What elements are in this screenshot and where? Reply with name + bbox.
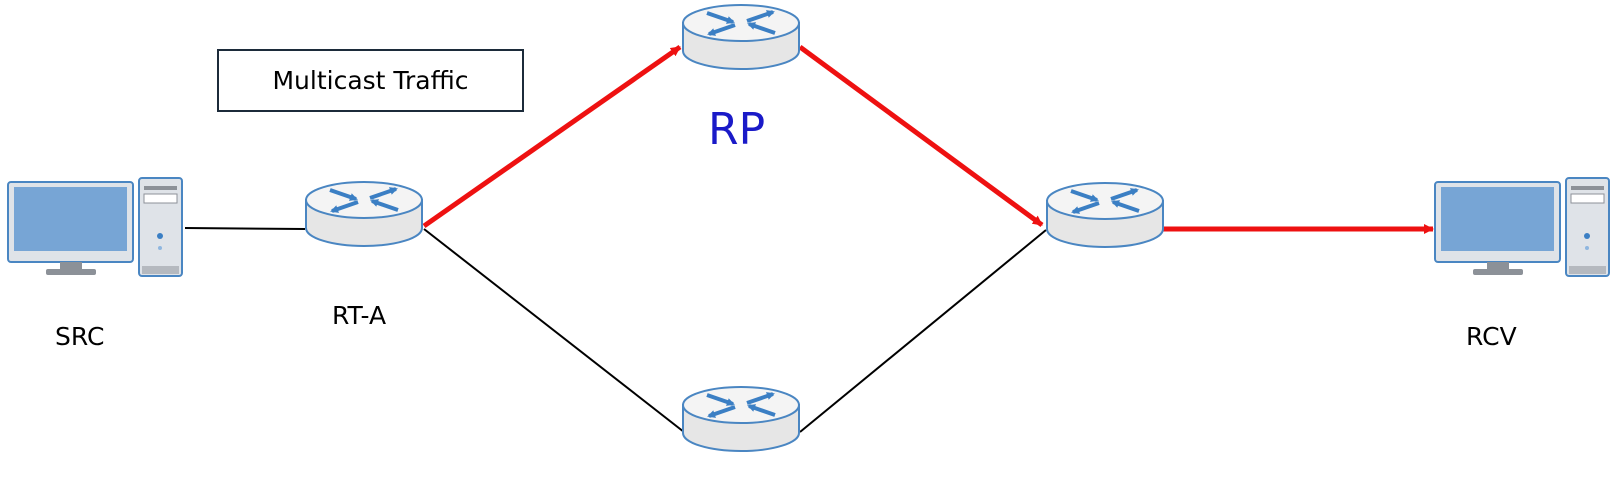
- router-icon-rp: [683, 5, 799, 69]
- link-src-rta: [184, 227, 306, 230]
- computer-icon-rcv: [1434, 177, 1610, 277]
- legend-box: Multicast Traffic: [217, 49, 524, 112]
- multicast-arrow-rp-router: [798, 44, 1044, 228]
- router-icon-rt-a: [306, 182, 422, 246]
- router-icon-right: [1047, 183, 1163, 247]
- router-icon-bottom: [683, 387, 799, 451]
- legend-text: Multicast Traffic: [272, 66, 469, 95]
- src-label: SRC: [55, 322, 105, 351]
- multicast-arrow-rta-rp: [422, 44, 682, 229]
- rp-label: RP: [708, 104, 766, 155]
- rt-a-label: RT-A: [332, 301, 387, 330]
- link-bottom-right: [799, 229, 1047, 433]
- computer-icon-src: [7, 177, 183, 277]
- multicast-path: [422, 44, 1434, 234]
- link-rta-bottom: [423, 228, 685, 433]
- rcv-label: RCV: [1466, 322, 1517, 351]
- links: [184, 227, 1047, 433]
